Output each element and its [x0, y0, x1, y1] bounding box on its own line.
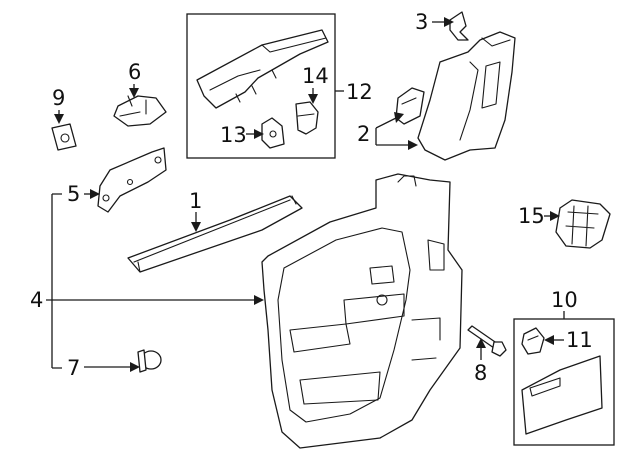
bracket-part-5: [97, 147, 167, 213]
arrow-15: [550, 211, 560, 221]
callout-15-label: 15: [518, 204, 545, 228]
arrow-11: [544, 335, 554, 345]
arrow-3: [444, 17, 454, 27]
trim-panel-part-2: [395, 31, 516, 161]
callout-13-label: 13: [220, 123, 247, 147]
callout-5-label: 5: [67, 182, 80, 206]
callout-9-label: 9: [52, 86, 65, 110]
bracket-part-3: [449, 11, 469, 41]
switch-part-15: [555, 199, 611, 249]
push-pin-part-7: [137, 349, 162, 373]
callout-4-label: 4: [30, 288, 43, 312]
arrow-2a: [394, 112, 404, 123]
inset-box-12: [186, 13, 336, 159]
callout-12-label: 12: [346, 80, 373, 104]
rail-part-1: [127, 195, 303, 273]
arrow-4: [254, 295, 264, 305]
clip-part-11: [521, 327, 545, 355]
door-trim-panel-part-4: [261, 173, 463, 449]
bolt-part-8: [467, 325, 507, 357]
arrow-1: [191, 222, 201, 232]
callout-8-label: 8: [474, 361, 487, 385]
callout-11-label: 11: [566, 328, 593, 352]
callout-7-label: 7: [67, 356, 80, 380]
clip-part-14: [295, 101, 319, 135]
pocket-part-10: [521, 355, 603, 435]
callout-6-label: 6: [128, 60, 141, 84]
arrow-9: [54, 114, 64, 124]
arrow-8: [476, 338, 486, 348]
leader-4: [46, 193, 256, 369]
callout-1-label: 1: [189, 189, 202, 213]
callout-10-label: 10: [551, 288, 578, 312]
callout-14-label: 14: [302, 64, 329, 88]
clip-part-9: [51, 123, 77, 151]
arrow-5: [90, 189, 100, 199]
callout-2-label: 2: [357, 122, 370, 146]
arrow-2b: [408, 140, 418, 150]
armrest-pad-part: [196, 29, 329, 109]
arrow-13: [254, 129, 264, 139]
callout-3-label: 3: [415, 10, 428, 34]
bracket-part-6: [113, 95, 167, 127]
leader-2: [375, 117, 410, 146]
arrow-6: [129, 88, 139, 98]
clip-part-13: [261, 117, 285, 149]
arrow-14: [308, 94, 318, 104]
arrow-7: [130, 362, 140, 372]
